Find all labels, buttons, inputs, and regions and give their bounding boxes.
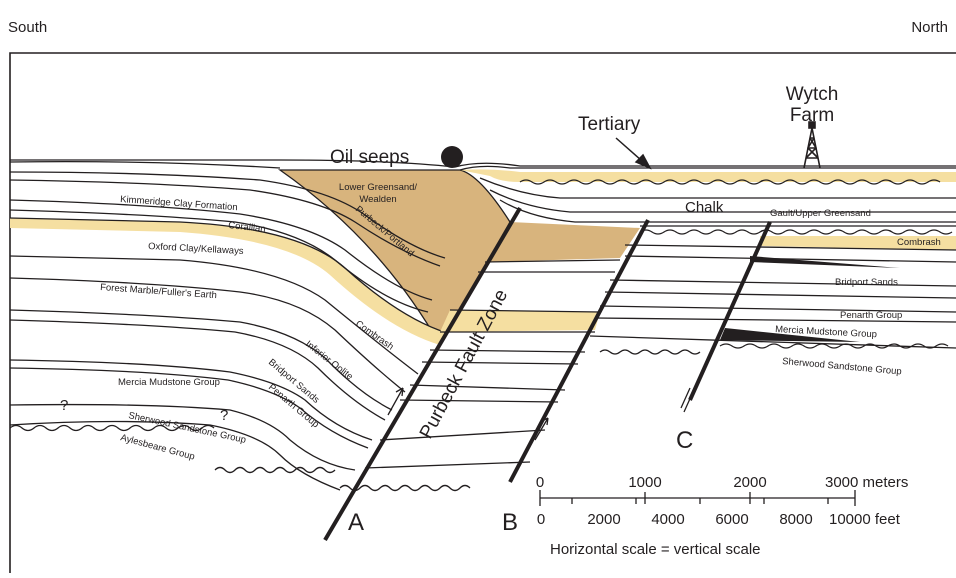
fault-c-line (688, 221, 772, 401)
right-block-strata (459, 165, 956, 355)
tertiary-label: Tertiary (578, 114, 641, 135)
inferior-oolite-label: Inferior Oolite (303, 339, 355, 383)
chalk-label: Chalk (685, 199, 724, 216)
oil-derrick-icon (803, 121, 821, 169)
scale-meters-0: 0 (536, 474, 544, 491)
gault-label: Gault/Upper Greensand (770, 208, 871, 219)
scale-feet-4000: 4000 (651, 511, 684, 528)
direction-south-label: South (8, 19, 47, 36)
scale-feet-10000: 10000 feet (829, 511, 901, 528)
left-block-strata (10, 160, 511, 491)
kimmeridge-label: Kimmeridge Clay Formation (120, 194, 238, 213)
scale-meters-1000: 1000 (628, 474, 661, 491)
scale-caption: Horizontal scale = vertical scale (550, 541, 761, 558)
question-mark-1: ? (60, 397, 68, 414)
oxford-clay-label: Oxford Clay/Kellaways (148, 241, 244, 257)
fault-arrows (387, 387, 694, 441)
scale-bar (539, 490, 856, 506)
corallian-label: Corallian (228, 220, 266, 235)
oil-seep-dot-icon (441, 146, 463, 168)
land-surface (10, 159, 956, 168)
fault-b-line (508, 219, 650, 483)
combrash-right-label: Combrash (897, 237, 941, 248)
scale-meters-3000: 3000 meters (825, 474, 908, 491)
bridport-right-label: Bridport Sands (835, 277, 898, 288)
farm-label: Farm (790, 105, 834, 126)
lower-greensand-label: Lower Greensand/ (339, 182, 418, 193)
faults (323, 206, 772, 542)
oil-seeps-label: Oil seeps (330, 147, 409, 168)
penarth-right-label: Penarth Group (840, 310, 902, 321)
sherwood-right-label: Sherwood Sandstone Group (782, 356, 902, 377)
combrash-left-label: Combrash (353, 318, 395, 352)
mercia-right-label: Mercia Mudstone Group (775, 324, 877, 340)
scale-feet-6000: 6000 (715, 511, 748, 528)
wytch-label: Wytch (786, 84, 839, 105)
frame (9, 52, 956, 573)
direction-north-label: North (911, 19, 948, 36)
scale-feet-8000: 8000 (779, 511, 812, 528)
scale-feet-2000: 2000 (587, 511, 620, 528)
scale-meters-2000: 2000 (733, 474, 766, 491)
mercia-left-label: Mercia Mudstone Group (118, 377, 220, 388)
fault-a-label: A (348, 509, 364, 536)
wealden-label: Wealden (359, 194, 396, 205)
block-b-strata (339, 222, 640, 492)
fault-c-label: C (676, 427, 693, 454)
aylesbeare-label: Aylesbeare Group (119, 432, 196, 462)
tertiary-arrow-icon (615, 137, 652, 170)
fault-a-line (323, 206, 522, 542)
question-mark-2: ? (220, 407, 228, 424)
fault-b-label: B (502, 509, 518, 536)
scale-feet-0: 0 (537, 511, 545, 528)
